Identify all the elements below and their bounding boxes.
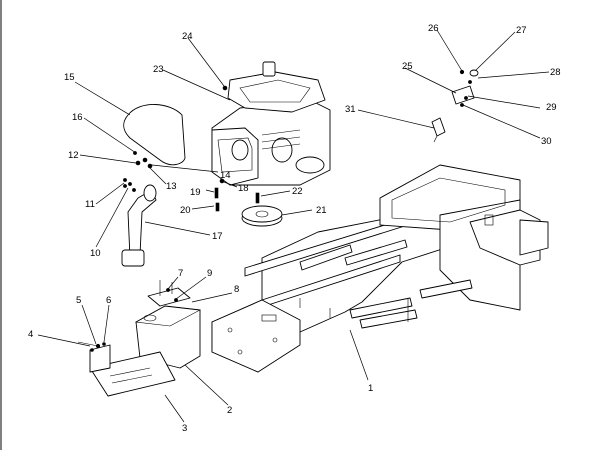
callout-23: 23 [153, 64, 164, 75]
callout-17: 17 [212, 231, 223, 242]
callout-9: 9 [207, 268, 212, 279]
callout-13: 13 [166, 181, 177, 192]
callout-29: 29 [546, 102, 557, 113]
callout-18: 18 [238, 183, 249, 194]
callout-25: 25 [402, 61, 413, 72]
leader-lines [37, 29, 550, 423]
muffler-guard-part [123, 104, 186, 166]
callout-3: 3 [182, 423, 187, 434]
callout-19: 19 [190, 187, 201, 198]
callout-27: 27 [516, 25, 527, 36]
callout-2: 2 [227, 405, 232, 416]
callout-15: 15 [64, 72, 75, 83]
main-frame-part [211, 164, 549, 373]
callout-26: 26 [428, 23, 439, 34]
callout-6: 6 [106, 295, 111, 306]
callout-11: 11 [85, 199, 95, 210]
callout-14: 14 [220, 170, 231, 181]
callout-22: 22 [292, 186, 303, 197]
pulley-part [241, 205, 283, 227]
lower-plate-part [89, 344, 176, 397]
callout-1: 1 [368, 383, 373, 394]
callout-20: 20 [180, 205, 191, 216]
callout-5: 5 [76, 295, 81, 306]
callout-labels: 1 2 3 4 5 6 7 8 9 10 11 12 13 14 15 16 1… [28, 23, 561, 434]
callout-7: 7 [178, 268, 183, 279]
callout-24: 24 [182, 31, 193, 42]
exhaust-pipe-part [121, 184, 157, 267]
callout-28: 28 [550, 67, 561, 78]
callout-16: 16 [72, 112, 83, 123]
callout-4: 4 [28, 329, 33, 340]
engine-part [211, 61, 331, 186]
callout-30: 30 [541, 136, 552, 147]
callout-12: 12 [68, 150, 79, 161]
callout-31: 31 [345, 104, 356, 115]
callout-10: 10 [90, 248, 101, 259]
callout-8: 8 [234, 284, 239, 295]
callout-21: 21 [316, 205, 327, 216]
